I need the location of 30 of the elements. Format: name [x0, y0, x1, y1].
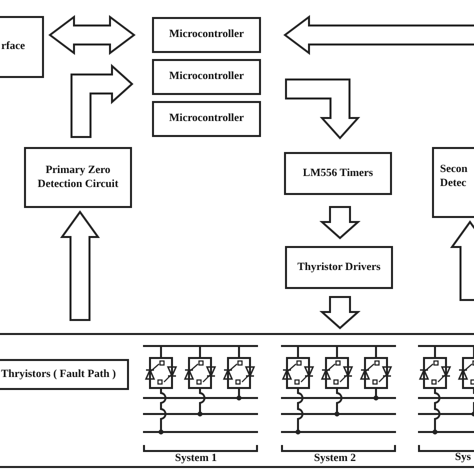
process-box [152, 101, 261, 137]
process-box [24, 147, 132, 208]
system-label: Sys [455, 451, 471, 463]
block-arrow [285, 78, 360, 140]
process-box [284, 152, 392, 195]
process-box [285, 246, 393, 289]
block-arrow [70, 64, 134, 138]
system-label: System 1 [175, 452, 217, 464]
block-arrow [48, 15, 136, 55]
process-box [0, 359, 129, 390]
system-label: System 2 [314, 452, 356, 464]
process-box [0, 16, 44, 78]
block-arrow [60, 210, 100, 321]
block-arrow [283, 15, 474, 55]
process-box [432, 147, 474, 218]
box-label: rface [1, 40, 25, 54]
box-label: Secon Detec [440, 163, 468, 190]
box-label: LM556 Timers [302, 166, 374, 180]
block-arrow [450, 220, 474, 301]
box-label: Thyristor Drivers [297, 260, 381, 274]
box-label: Microcontroller [169, 70, 244, 84]
process-box [152, 59, 261, 95]
box-label: Thryistors ( Fault Path ) [1, 368, 116, 382]
block-arrow [319, 296, 361, 330]
panel-frame [0, 333, 474, 468]
process-box [152, 17, 261, 53]
box-label: Primary Zero Detection Circuit [36, 164, 120, 192]
box-label: Microcontroller [169, 28, 244, 42]
box-label: Microcontroller [169, 112, 244, 126]
block-arrow [319, 206, 361, 240]
